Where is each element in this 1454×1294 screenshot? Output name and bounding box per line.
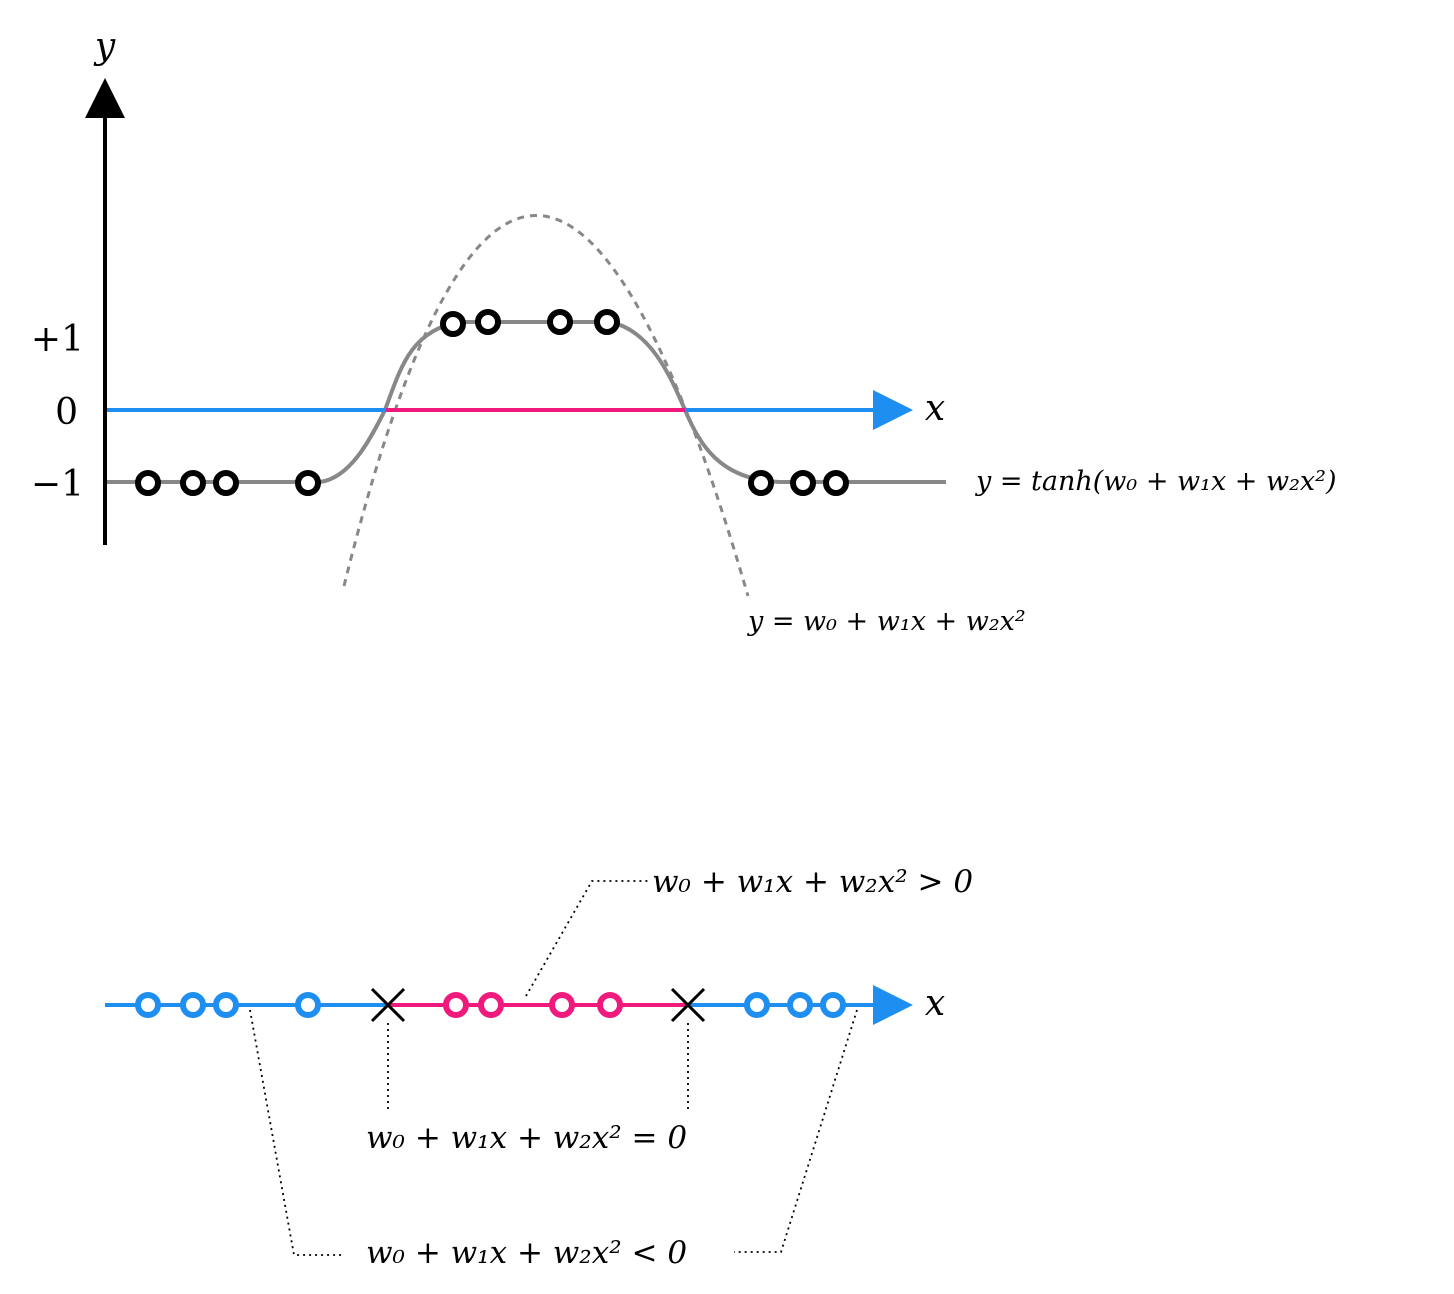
point	[748, 470, 774, 496]
bottom-panel: x w₀ + w₁x + w₂x² > 0 w₀ + w₁x + w₂x² = …	[105, 864, 973, 1271]
negative-leader-right	[734, 1009, 858, 1253]
root-markers	[370, 987, 706, 1023]
point	[594, 309, 620, 335]
root-cross-left	[370, 987, 406, 1023]
point	[295, 470, 321, 496]
leader-lines	[249, 880, 858, 1256]
tick-label-plus-one: +1	[31, 319, 84, 360]
point	[443, 992, 469, 1018]
y-axis-label: y	[93, 26, 116, 67]
top-panel: y x +1 0 −1 y = tanh(w₀ + w₁x + w₂x²) y …	[31, 26, 1337, 637]
tick-label-zero: 0	[55, 392, 78, 433]
point	[295, 992, 321, 1018]
point	[549, 992, 575, 1018]
quadratic-equation-label: y = w₀ + w₁x + w₂x²	[747, 606, 1026, 637]
point	[213, 992, 239, 1018]
bottom-x-axis-label: x	[925, 983, 945, 1024]
point	[597, 992, 623, 1018]
point	[135, 992, 161, 1018]
point	[440, 311, 466, 337]
positive-region-label: w₀ + w₁x + w₂x² > 0	[652, 864, 973, 900]
negative-region-label: w₀ + w₁x + w₂x² < 0	[366, 1235, 687, 1271]
x-axis-label: x	[925, 388, 945, 429]
point	[790, 470, 816, 496]
point	[475, 309, 501, 335]
tanh-equation-label: y = tanh(w₀ + w₁x + w₂x²)	[975, 466, 1337, 497]
point	[820, 992, 846, 1018]
point	[787, 992, 813, 1018]
tanh-curve	[105, 320, 946, 484]
point	[180, 470, 206, 496]
point	[478, 992, 504, 1018]
quadratic-curve	[342, 214, 750, 597]
point	[547, 309, 573, 335]
zero-boundary-label: w₀ + w₁x + w₂x² = 0	[366, 1120, 687, 1156]
top-points	[135, 309, 849, 496]
positive-leader	[525, 880, 650, 997]
negative-leader-left	[249, 1009, 342, 1256]
point	[135, 470, 161, 496]
root-cross-right	[670, 987, 706, 1023]
point	[213, 470, 239, 496]
point	[180, 992, 206, 1018]
bottom-points-negative	[135, 992, 846, 1018]
tick-label-minus-one: −1	[31, 464, 84, 505]
point	[744, 992, 770, 1018]
point	[823, 470, 849, 496]
bottom-points-positive	[443, 992, 623, 1018]
